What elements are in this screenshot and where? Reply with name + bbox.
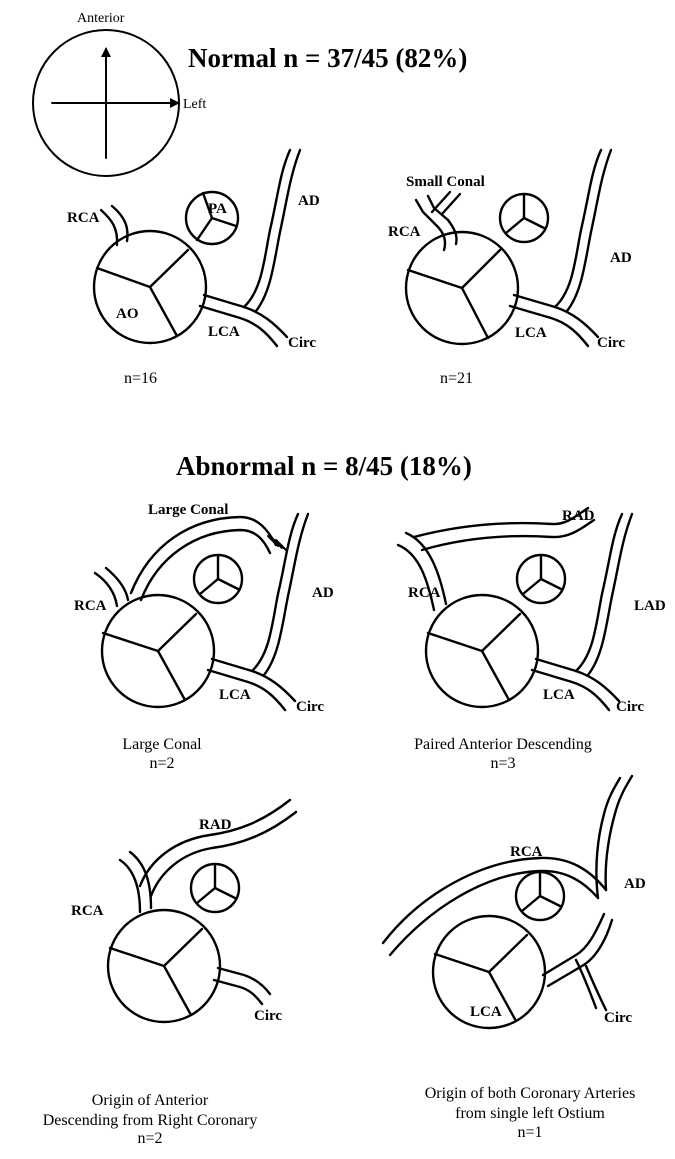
large-conal-diagram: Large Conal RCA AD LCA Circ Large Conal … (74, 502, 334, 772)
abnormal-d4-caption-label: Paired Anterior Descending (414, 736, 592, 753)
normal-d1-ao-label: AO (116, 306, 139, 322)
normal-d2-rca-label: RCA (388, 224, 421, 240)
abnormal-heading: Abnormal n = 8/45 (18%) (176, 451, 472, 481)
normal-d1-lca-label: LCA (208, 324, 240, 340)
aorta (406, 232, 518, 344)
single-left-ostium-diagram: RCA AD LCA Circ Origin of both Coronary … (383, 776, 646, 1141)
lad-vessel (576, 514, 632, 675)
abnormal-d5-caption-line1-label: Origin of Anterior (92, 1092, 209, 1109)
anterior-descending-from-right-coronary-diagram: RAD RCA Circ Origin of Anterior Descendi… (43, 800, 296, 1147)
abnormal-d4-lad-label: LAD (634, 598, 666, 614)
normal-diagram-2: Small Conal RCA AD LCA Circ n=21 (388, 150, 632, 387)
paired-anterior-descending-diagram: RAD RCA LAD LCA Circ Paired Anterior Des… (398, 508, 666, 772)
rad-vessel (140, 800, 296, 896)
abnormal-d4-count-label: n=3 (490, 755, 515, 772)
aorta (108, 910, 220, 1022)
normal-d2-count-label: n=21 (440, 370, 473, 387)
anterior-label: Anterior (77, 11, 125, 26)
abnormal-d3-count-label: n=2 (149, 755, 174, 772)
abnormal-d6-lca-label: LCA (470, 1004, 502, 1020)
abnormal-d4-lca-label: LCA (543, 687, 575, 703)
abnormal-d5-caption-line2-label: Descending from Right Coronary (43, 1112, 258, 1129)
pulmonary-artery (194, 555, 242, 603)
pulmonary-artery (186, 192, 238, 244)
abnormal-d6-rca-label: RCA (510, 844, 543, 860)
aorta (94, 231, 206, 343)
pulmonary-artery (500, 194, 548, 242)
normal-d2-lca-label: LCA (515, 325, 547, 341)
pulmonary-artery (191, 864, 239, 912)
normal-d1-circ-label: Circ (288, 335, 316, 351)
lca-circ-vessel (543, 914, 612, 1010)
normal-d1-count-label: n=16 (124, 370, 157, 387)
abnormal-d6-caption-line1-label: Origin of both Coronary Arteries (425, 1085, 636, 1102)
rca-vessel (101, 206, 127, 245)
circ-vessel (214, 968, 270, 1004)
pulmonary-artery (516, 872, 564, 920)
abnormal-d6-ad-label: AD (624, 876, 646, 892)
abnormal-d5-rad-label: RAD (199, 817, 232, 833)
abnormal-d3-rca-label: RCA (74, 598, 107, 614)
abnormal-d3-caption-label: Large Conal (122, 736, 202, 753)
abnormal-d5-count-label: n=2 (137, 1130, 162, 1147)
small-conal-vessel (416, 192, 460, 226)
abnormal-d6-caption-line2-label: from single left Ostium (455, 1105, 605, 1122)
normal-d1-pa-label: PA (208, 201, 227, 217)
normal-diagram-1: RCA PA AD AO LCA Circ n=16 (67, 150, 320, 387)
normal-d1-rca-label: RCA (67, 210, 100, 226)
aorta (426, 595, 538, 707)
ad-vessel (555, 150, 611, 311)
ad-vessel (244, 150, 300, 311)
normal-d2-small-conal-label: Small Conal (406, 174, 485, 190)
left-label: Left (183, 97, 206, 112)
abnormal-d6-count-label: n=1 (517, 1124, 542, 1141)
normal-d2-ad-label: AD (610, 250, 632, 266)
aorta (102, 595, 214, 707)
abnormal-d4-circ-label: Circ (616, 699, 644, 715)
orientation-compass: Anterior Left (33, 11, 206, 176)
abnormal-d5-rca-label: RCA (71, 903, 104, 919)
pulmonary-artery (517, 555, 565, 603)
abnormal-d4-rad-label: RAD (562, 508, 595, 524)
abnormal-d3-lca-label: LCA (219, 687, 251, 703)
normal-d2-circ-label: Circ (597, 335, 625, 351)
normal-heading: Normal n = 37/45 (82%) (188, 43, 467, 73)
abnormal-d4-rca-label: RCA (408, 585, 441, 601)
abnormal-d6-circ-label: Circ (604, 1010, 632, 1026)
normal-d1-ad-label: AD (298, 193, 320, 209)
rca-vessel (383, 858, 606, 955)
abnormal-d3-circ-label: Circ (296, 699, 324, 715)
abnormal-d5-circ-label: Circ (254, 1008, 282, 1024)
abnormal-d3-ad-label: AD (312, 585, 334, 601)
abnormal-d3-large-conal-label: Large Conal (148, 502, 228, 518)
rca-vessel (120, 852, 151, 912)
